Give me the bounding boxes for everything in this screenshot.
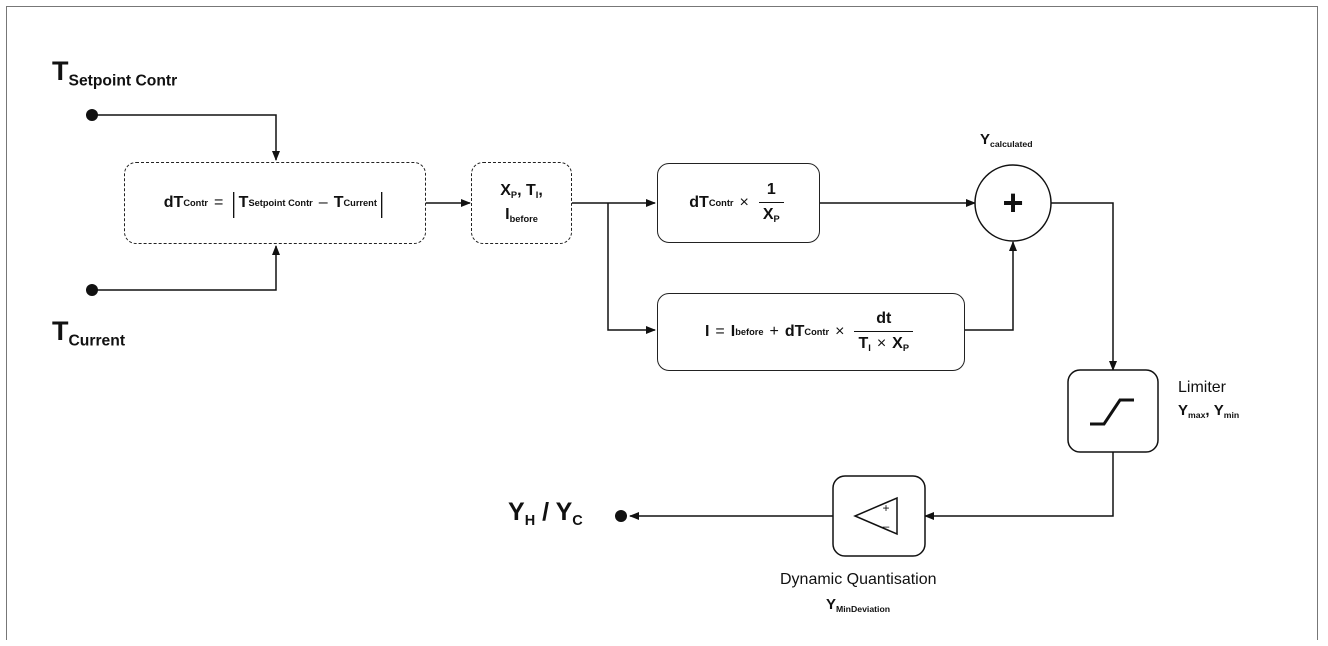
wire-limiter-to-quantiser (924, 452, 1114, 520)
quantiser-block (832, 475, 926, 557)
comparator-icon (853, 496, 898, 536)
quantiser-param: YMinDeviation (826, 596, 891, 615)
summing-symbol: + (1002, 182, 1023, 223)
diagram-frame (6, 6, 1318, 640)
output-terminal (615, 510, 627, 522)
limiter-icon (1090, 398, 1134, 426)
setpoint-terminal (86, 109, 98, 121)
summing-junction (974, 164, 1052, 242)
limiter-range: Ymax, Ymin (1178, 402, 1240, 421)
wire-current (92, 245, 280, 291)
current-label: TCurrent (52, 316, 126, 350)
summer-label: Ycalculated (980, 131, 1033, 150)
wire-sum-to-limiter (1051, 202, 1117, 371)
limiter-title: Limiter (1178, 379, 1227, 396)
wire-setpoint (92, 114, 280, 161)
wire-params-to-i (607, 203, 656, 334)
output-label: YH / YC (508, 498, 583, 530)
quantiser-title: Dynamic Quantisation (780, 571, 937, 588)
wire-i-to-sum (965, 241, 1017, 331)
comparator-minus: – (883, 519, 890, 533)
current-terminal (86, 284, 98, 296)
setpoint-label: TSetpoint Contr (52, 56, 178, 90)
comparator-plus: + (882, 501, 889, 515)
params-block: XP, TI, Ibefore (471, 162, 572, 244)
